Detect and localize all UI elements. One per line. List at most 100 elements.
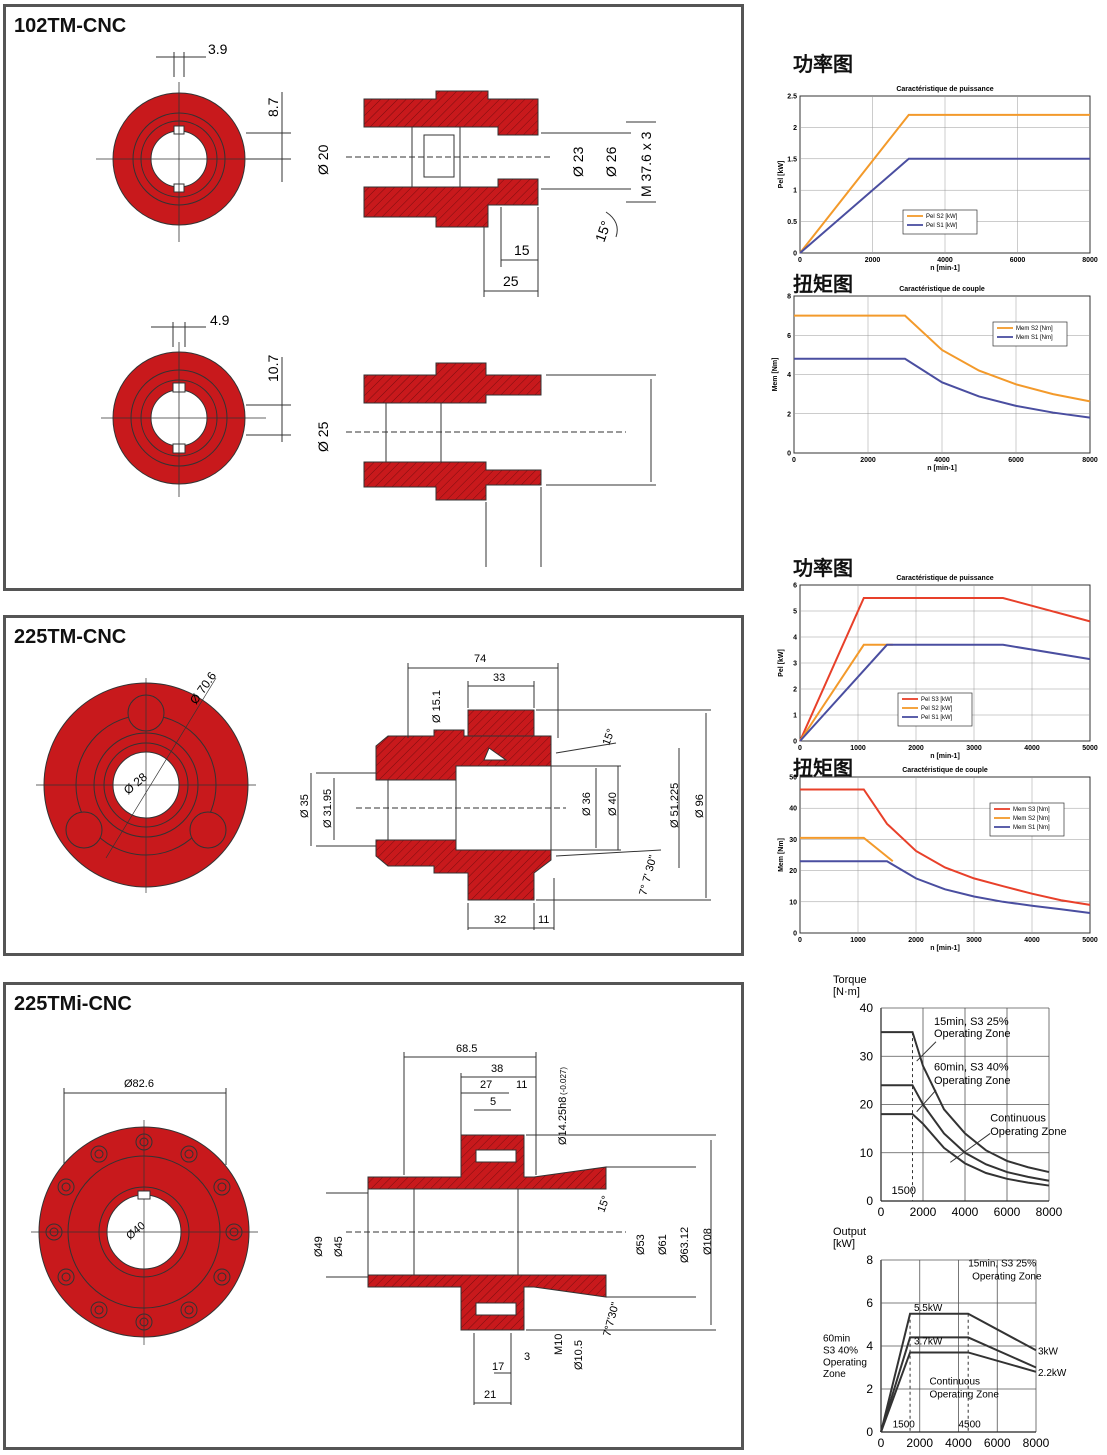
legend-label: Pel S1 [kW] bbox=[926, 223, 958, 229]
svg-text:15°: 15° bbox=[592, 219, 614, 244]
bolt-hole bbox=[213, 1268, 231, 1286]
y-tick-label: 2 bbox=[787, 411, 791, 418]
svg-text:Ø14.25h8: Ø14.25h8 bbox=[557, 1097, 569, 1145]
series-line-2 bbox=[799, 643, 1091, 742]
series-line-2 bbox=[881, 1113, 1050, 1187]
legend-box bbox=[992, 321, 1068, 347]
y-axis-label: Mem [Nm] bbox=[778, 838, 785, 872]
series-line-1 bbox=[799, 643, 893, 742]
label-5-5kw: 5.5kW bbox=[914, 1303, 943, 1314]
label-3-7kw: 3.7kW bbox=[914, 1336, 943, 1347]
flange-section-view-2 bbox=[346, 1134, 626, 1331]
y-tick-label: 3 bbox=[793, 661, 797, 668]
y-tick-label: 0 bbox=[866, 1194, 873, 1208]
annotation-15min: 15min, S3 25% bbox=[968, 1258, 1036, 1269]
series-line-0 bbox=[881, 1031, 1050, 1174]
bolt-hole bbox=[90, 1145, 108, 1163]
label-3kw: 3kW bbox=[1038, 1346, 1059, 1357]
legend-label: Mem S2 [Nm] bbox=[1016, 326, 1053, 332]
x-tick-label: 2000 bbox=[908, 937, 924, 944]
y-tick-label: 20 bbox=[860, 1098, 874, 1112]
svg-text:Ø 31.95: Ø 31.95 bbox=[322, 789, 334, 828]
y-axis-unit: [kW] bbox=[833, 1238, 855, 1250]
legend-label: Mem S1 [Nm] bbox=[1016, 335, 1053, 341]
svg-text:Ø 40: Ø 40 bbox=[607, 792, 619, 816]
annotation-continuous: Continuous bbox=[929, 1377, 980, 1388]
label-2-2kw: 2.2kW bbox=[1038, 1368, 1067, 1379]
bolt-holes bbox=[45, 1133, 243, 1331]
svg-text:Ø 26: Ø 26 bbox=[603, 146, 619, 177]
x-axis-label: n [min-1] bbox=[930, 265, 960, 272]
legend-label: Pel S2 [kW] bbox=[926, 214, 958, 220]
bolt-hole bbox=[180, 1145, 198, 1163]
svg-text:Ø 15.1: Ø 15.1 bbox=[431, 690, 443, 723]
bolt-hole-inner bbox=[61, 1182, 71, 1192]
svg-text:Ø53: Ø53 bbox=[635, 1234, 647, 1255]
legend-label: Mem S1 [Nm] bbox=[1013, 825, 1050, 831]
svg-text:Ø108: Ø108 bbox=[702, 1228, 714, 1255]
x-tick-label: 6000 bbox=[1010, 257, 1026, 264]
ring-front-view bbox=[96, 82, 266, 242]
y-tick-label: 8 bbox=[787, 294, 791, 301]
y-tick-label: 30 bbox=[789, 837, 797, 844]
svg-text:15°: 15° bbox=[596, 1194, 613, 1214]
svg-text:5: 5 bbox=[490, 1096, 496, 1108]
heading-power-2: 功率图 bbox=[793, 556, 853, 580]
x-tick-label: 8000 bbox=[1082, 257, 1098, 264]
y-tick-label: 0.5 bbox=[787, 219, 797, 226]
y-tick-label: 1 bbox=[793, 713, 797, 720]
heading-power-1: 功率图 bbox=[793, 52, 853, 76]
series-line-0 bbox=[880, 1312, 1037, 1433]
y-axis-label: Pel [kW] bbox=[778, 649, 785, 677]
plot-area bbox=[799, 776, 1091, 934]
x-tick-label: 0 bbox=[798, 937, 802, 944]
svg-text:Ø 35: Ø 35 bbox=[299, 794, 311, 818]
annotation-15min-zone: Operating Zone bbox=[972, 1271, 1042, 1282]
y-tick-label: 0 bbox=[793, 739, 797, 746]
annotation-60min: 60min bbox=[823, 1334, 850, 1345]
y-tick-label: 6 bbox=[866, 1296, 873, 1310]
svg-text:Ø 51.225: Ø 51.225 bbox=[669, 783, 681, 828]
bolt-hole bbox=[213, 1178, 231, 1196]
legend-label: Pel S3 [kW] bbox=[921, 697, 953, 703]
y-axis-title: Output bbox=[833, 1226, 866, 1238]
series-line-1 bbox=[800, 836, 894, 863]
x-tick-label: 3000 bbox=[966, 937, 982, 944]
svg-text:15: 15 bbox=[514, 242, 530, 258]
series-line-1 bbox=[794, 357, 1091, 419]
y-tick-label: 4 bbox=[866, 1339, 873, 1353]
svg-text:11: 11 bbox=[538, 914, 549, 926]
y-tick-label: 20 bbox=[789, 868, 797, 875]
y-axis-title: Torque bbox=[833, 974, 867, 986]
bolt-hole-inner bbox=[94, 1149, 104, 1159]
pointer-arrow bbox=[916, 1041, 937, 1062]
x-tick-label: 5000 bbox=[1082, 937, 1098, 944]
svg-text:7°7'30": 7°7'30" bbox=[601, 1301, 622, 1338]
svg-text:Ø63.12: Ø63.12 bbox=[679, 1227, 691, 1263]
annotation-60min-zone: Zone bbox=[823, 1369, 846, 1380]
y-axis-label: Mem [Nm] bbox=[772, 358, 779, 392]
legend-label: Pel S2 [kW] bbox=[921, 706, 953, 712]
x-tick-label: 6000 bbox=[994, 1205, 1021, 1219]
y-tick-label: 1.5 bbox=[787, 156, 797, 163]
y-tick-label: 6 bbox=[793, 583, 797, 590]
svg-text:32: 32 bbox=[494, 914, 506, 926]
flange-front-view-2 bbox=[31, 1120, 258, 1345]
svg-text:Ø82.6: Ø82.6 bbox=[124, 1078, 154, 1090]
drawing-225tm: Ø 70.6 Ø 28 74 33 Ø 15.1 15° Ø 35 Ø 31.9… bbox=[36, 653, 711, 930]
y-tick-label: 4 bbox=[793, 635, 797, 642]
y-tick-label: 50 bbox=[789, 775, 797, 782]
panel-225tmi-cnc: 225TMi-CNC Ø82.6 Ø40 bbox=[3, 982, 744, 1450]
x-tick-label: 6000 bbox=[1008, 457, 1024, 464]
legend-label: Mem S2 [Nm] bbox=[1013, 816, 1050, 822]
y-tick-label: 10 bbox=[789, 899, 797, 906]
svg-text:Ø45: Ø45 bbox=[333, 1236, 345, 1257]
y-tick-label: 6 bbox=[787, 333, 791, 340]
dim-key-width: 3.9 bbox=[208, 41, 228, 57]
sleeve-section-view bbox=[346, 90, 551, 228]
svg-text:Ø 20: Ø 20 bbox=[315, 144, 331, 175]
